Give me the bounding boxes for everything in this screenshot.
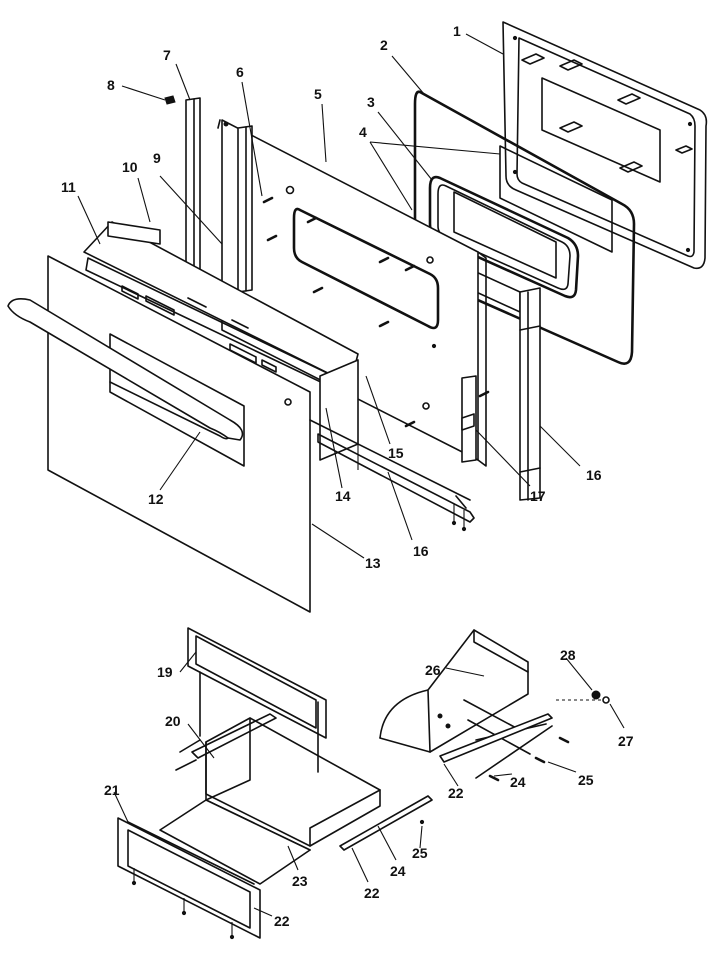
callout-24-lower: 24	[390, 863, 406, 879]
callout-24-right: 24	[510, 774, 526, 790]
callout-labels: 1 2 3 4 5 6 7 8 9 10 11 12 13 14 15 16 1…	[61, 23, 634, 929]
part-bracket-14	[309, 359, 475, 532]
callout-28: 28	[560, 647, 576, 663]
callout-23: 23	[292, 873, 308, 889]
callout-9: 9	[153, 150, 161, 166]
part-door-handle	[7, 298, 244, 441]
callout-10: 10	[122, 159, 138, 175]
callout-8: 8	[107, 77, 115, 93]
part-inner-door-panel	[217, 119, 487, 467]
part-drawer-back-19	[187, 627, 327, 739]
callout-11: 11	[61, 179, 76, 195]
callout-2: 2	[380, 37, 388, 53]
part-screws-6	[262, 185, 490, 428]
part-gasket-frame	[413, 90, 636, 365]
part-right-rail-24	[439, 713, 570, 782]
leader-lines	[77, 33, 625, 917]
part-drawer-rail-20	[191, 713, 277, 759]
part-vent-trim-11	[83, 221, 359, 397]
part-window-pack	[428, 175, 580, 299]
callout-25-lower: 25	[412, 845, 428, 861]
part-door-front-panel	[47, 255, 311, 613]
callout-14: 14	[335, 488, 351, 504]
callout-4: 4	[359, 124, 367, 140]
callout-17: 17	[530, 488, 546, 504]
callout-20: 20	[165, 713, 181, 729]
callout-21: 21	[104, 782, 120, 798]
callout-16-lower: 16	[413, 543, 429, 559]
callout-12: 12	[148, 491, 164, 507]
callout-15: 15	[388, 445, 404, 461]
callout-27: 27	[618, 733, 634, 749]
part-left-channel-7	[164, 95, 253, 293]
callout-19: 19	[157, 664, 173, 680]
part-drawer-front-21	[117, 817, 261, 940]
callout-7: 7	[163, 47, 171, 63]
callout-6: 6	[236, 64, 244, 80]
callout-25-right: 25	[578, 772, 594, 788]
part-bolt-27-28	[556, 690, 610, 704]
part-right-channel-16	[461, 287, 541, 501]
part-side-bracket-26	[379, 629, 547, 755]
callout-13: 13	[365, 555, 381, 571]
callout-22-bracket: 22	[448, 785, 464, 801]
part-drawer-side-rail	[309, 789, 433, 851]
part-outer-back-panel	[502, 21, 708, 270]
callout-16-right: 16	[586, 467, 602, 483]
callout-22-rail: 22	[364, 885, 380, 901]
callout-22-front: 22	[274, 913, 290, 929]
callout-1: 1	[453, 23, 461, 39]
callout-5: 5	[314, 86, 322, 102]
callout-26: 26	[425, 662, 441, 678]
callout-3: 3	[367, 94, 375, 110]
